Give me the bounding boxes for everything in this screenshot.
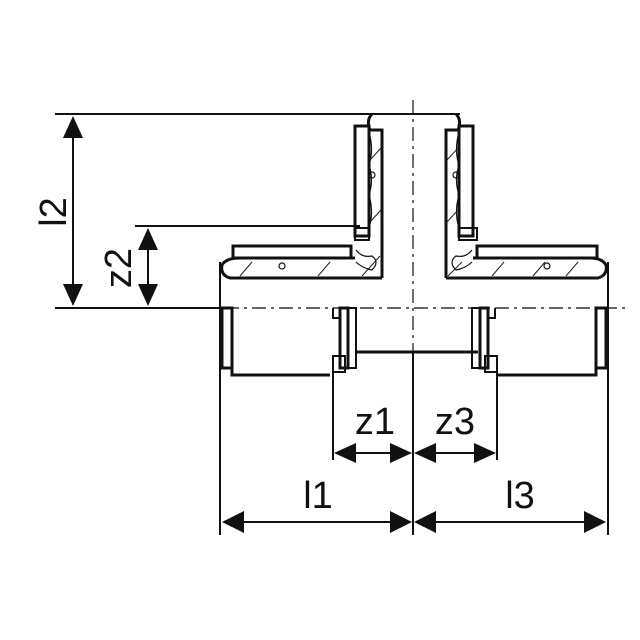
branch-right-ring — [458, 227, 478, 241]
right-collar-top — [488, 308, 496, 319]
run-right-sleeve — [475, 244, 599, 260]
branch-left-ring — [354, 227, 370, 241]
branch-left-sleeve — [353, 124, 371, 238]
left-collar-ring-b — [347, 307, 357, 369]
arrow-left-icon — [414, 443, 436, 463]
right-pipe-end-ring — [594, 306, 608, 370]
l1-label: l1 — [303, 475, 333, 517]
dimension-z1: z1 — [334, 401, 412, 463]
run-left-hub — [220, 256, 382, 280]
dimension-l2: l2 — [33, 116, 83, 306]
arrow-up-icon — [138, 228, 158, 250]
l3-label: l3 — [505, 475, 535, 517]
right-collar-tab — [484, 355, 498, 373]
right-body-bottom — [497, 308, 598, 377]
arrow-down-icon — [63, 284, 83, 306]
arrow-left-icon — [334, 443, 356, 463]
run-right-detent — [543, 262, 551, 270]
run-right-elbow-groove — [451, 249, 473, 271]
dimension-z2: z2 — [98, 228, 158, 306]
branch-left-serration — [368, 131, 373, 229]
run-left-sleeve — [231, 244, 353, 260]
arrow-left-icon — [222, 511, 244, 533]
left-body-bottom — [230, 368, 330, 377]
run-right-hub — [446, 256, 608, 280]
run-left-elbow-groove — [355, 249, 377, 271]
branch-right-sleeve — [457, 124, 475, 238]
dimension-l3: l3 — [414, 475, 606, 533]
z2-label: z2 — [98, 248, 140, 288]
branch-right-detent — [452, 171, 460, 179]
arrow-right-icon — [584, 511, 606, 533]
left-collar-top — [332, 308, 340, 319]
z3-label: z3 — [435, 401, 475, 443]
z1-label: z1 — [355, 401, 395, 443]
arrow-down-icon — [138, 284, 158, 306]
run-left-detent — [278, 262, 286, 270]
section-hatching — [239, 147, 579, 277]
dimension-l1: l1 — [222, 475, 412, 533]
arrow-left-icon — [414, 511, 436, 533]
branch-left-detent — [368, 171, 376, 179]
arrow-right-icon — [474, 443, 496, 463]
centerlines — [225, 100, 625, 355]
arrow-right-icon — [390, 443, 412, 463]
extension-lines — [55, 113, 609, 535]
arrow-up-icon — [63, 116, 83, 138]
left-collar-tab — [332, 355, 346, 373]
dimension-z3: z3 — [414, 401, 496, 463]
l2-label: l2 — [33, 197, 75, 227]
arrow-right-icon — [390, 511, 412, 533]
fitting-body — [220, 112, 608, 377]
